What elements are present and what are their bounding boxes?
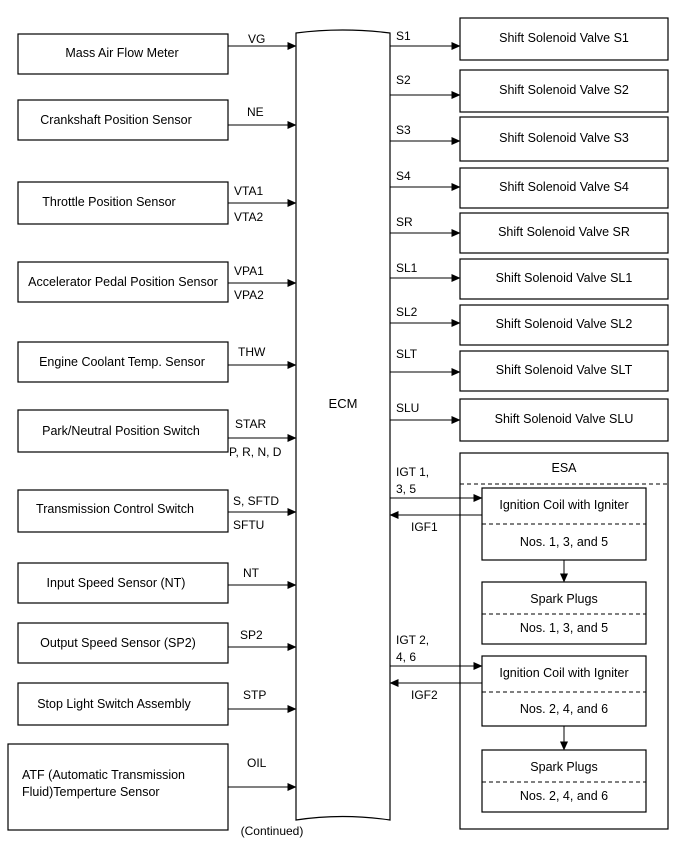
signal-label: P, R, N, D	[229, 445, 282, 459]
input-label: Mass Air Flow Meter	[65, 46, 178, 60]
continued-label: (Continued)	[241, 824, 304, 838]
input-label: Throttle Position Sensor	[42, 195, 175, 209]
signal-label: SP2	[240, 628, 263, 642]
signal-label: S4	[396, 169, 411, 183]
input-input-speed-sensor: Input Speed Sensor (NT) NT	[17, 562, 297, 604]
signal-label: SR	[396, 215, 413, 229]
output-s3: S3 Shift Solenoid Valve S3	[390, 116, 669, 162]
input-mass-air-flow-meter: Mass Air Flow Meter VG	[17, 32, 297, 75]
esa-title: ESA	[551, 461, 577, 475]
output-label: Shift Solenoid Valve SL2	[496, 317, 633, 331]
output-label: Shift Solenoid Valve S2	[499, 83, 629, 97]
plugs-nos-label: Nos. 1, 3, and 5	[520, 621, 608, 635]
input-stop-light-switch-assembly: Stop Light Switch Assembly STP	[17, 682, 297, 726]
input-label: Engine Coolant Temp. Sensor	[39, 355, 205, 369]
igf-label: IGF2	[411, 688, 438, 702]
coil-nos-label: Nos. 2, 4, and 6	[520, 702, 608, 716]
signal-label: S1	[396, 29, 411, 43]
input-label: Transmission Control Switch	[36, 502, 194, 516]
signal-label: OIL	[247, 756, 267, 770]
coil-nos-label: Nos. 1, 3, and 5	[520, 535, 608, 549]
signal-label: SLU	[396, 401, 419, 415]
signal-label: STP	[243, 688, 266, 702]
igt-label-line2: 4, 6	[396, 650, 416, 664]
output-label: Shift Solenoid Valve SLU	[495, 412, 634, 426]
input-label: Accelerator Pedal Position Sensor	[28, 275, 218, 289]
input-atf-temperature-sensor: ATF (Automatic Transmission Fluid)Temper…	[7, 743, 297, 831]
signal-label: NE	[247, 105, 264, 119]
ignition-group-1: IGT 1, 3, 5 IGF1 Ignition Coil with Igni…	[389, 465, 647, 645]
esa-block: ESA IGT 1, 3, 5 IGF1 Ignition Coil with …	[389, 452, 669, 830]
input-transmission-control-switch: Transmission Control Switch S, SFTD SFTU	[17, 489, 297, 533]
output-slt: SLT Shift Solenoid Valve SLT	[390, 347, 669, 392]
signal-label: NT	[243, 566, 260, 580]
signal-label: VTA2	[234, 210, 263, 224]
output-label: Shift Solenoid Valve SLT	[496, 363, 633, 377]
plugs-nos-label: Nos. 2, 4, and 6	[520, 789, 608, 803]
input-throttle-position-sensor: Throttle Position Sensor VTA1 VTA2	[17, 181, 297, 225]
signal-label: VPA1	[234, 264, 264, 278]
ecm-label: ECM	[329, 396, 358, 411]
input-accelerator-pedal-position-sensor: Accelerator Pedal Position Sensor VPA1 V…	[17, 261, 297, 303]
input-label-line2: Fluid)Temperture Sensor	[22, 785, 160, 799]
input-label: Crankshaft Position Sensor	[40, 113, 191, 127]
input-output-speed-sensor: Output Speed Sensor (SP2) SP2	[17, 622, 297, 664]
output-s4: S4 Shift Solenoid Valve S4	[390, 167, 669, 209]
output-slu: SLU Shift Solenoid Valve SLU	[390, 398, 669, 442]
signal-label: SLT	[396, 347, 418, 361]
igt-label-line1: IGT 2,	[396, 633, 429, 647]
signal-label: STAR	[235, 417, 266, 431]
input-label: Input Speed Sensor (NT)	[47, 576, 186, 590]
plugs-label: Spark Plugs	[530, 760, 597, 774]
output-label: Shift Solenoid Valve S4	[499, 180, 629, 194]
signal-label: SL2	[396, 305, 418, 319]
signal-label: SL1	[396, 261, 418, 275]
input-label: Stop Light Switch Assembly	[37, 697, 191, 711]
signal-label: S, SFTD	[233, 494, 279, 508]
signal-label: VTA1	[234, 184, 263, 198]
igt-label-line1: IGT 1,	[396, 465, 429, 479]
output-s1: S1 Shift Solenoid Valve S1	[390, 17, 669, 61]
output-sl2: SL2 Shift Solenoid Valve SL2	[390, 304, 669, 346]
igt-label-line2: 3, 5	[396, 482, 416, 496]
signal-label: SFTU	[233, 518, 264, 532]
signal-label: THW	[238, 345, 266, 359]
igf-label: IGF1	[411, 520, 438, 534]
output-label: Shift Solenoid Valve S3	[499, 131, 629, 145]
coil-label: Ignition Coil with Igniter	[499, 498, 628, 512]
output-label: Shift Solenoid Valve SL1	[496, 271, 633, 285]
plugs-label: Spark Plugs	[530, 592, 597, 606]
input-crankshaft-position-sensor: Crankshaft Position Sensor NE	[17, 99, 297, 141]
input-engine-coolant-temp-sensor: Engine Coolant Temp. Sensor THW	[17, 341, 297, 383]
signal-label: VG	[248, 32, 265, 46]
output-s2: S2 Shift Solenoid Valve S2	[390, 69, 669, 113]
ignition-group-2: IGT 2, 4, 6 IGF2 Ignition Coil with Igni…	[389, 633, 647, 813]
input-park-neutral-position-switch: Park/Neutral Position Switch STAR P, R, …	[17, 409, 297, 459]
coil-label: Ignition Coil with Igniter	[499, 666, 628, 680]
input-label: Output Speed Sensor (SP2)	[40, 636, 196, 650]
output-sr: SR Shift Solenoid Valve SR	[390, 212, 669, 254]
signal-label: S3	[396, 123, 411, 137]
output-label: Shift Solenoid Valve S1	[499, 31, 629, 45]
ecm-block	[295, 29, 391, 821]
signal-label: VPA2	[234, 288, 264, 302]
signal-label: S2	[396, 73, 411, 87]
output-label: Shift Solenoid Valve SR	[498, 225, 630, 239]
output-sl1: SL1 Shift Solenoid Valve SL1	[390, 258, 669, 300]
input-label-line1: ATF (Automatic Transmission	[22, 768, 185, 782]
input-label: Park/Neutral Position Switch	[42, 424, 200, 438]
